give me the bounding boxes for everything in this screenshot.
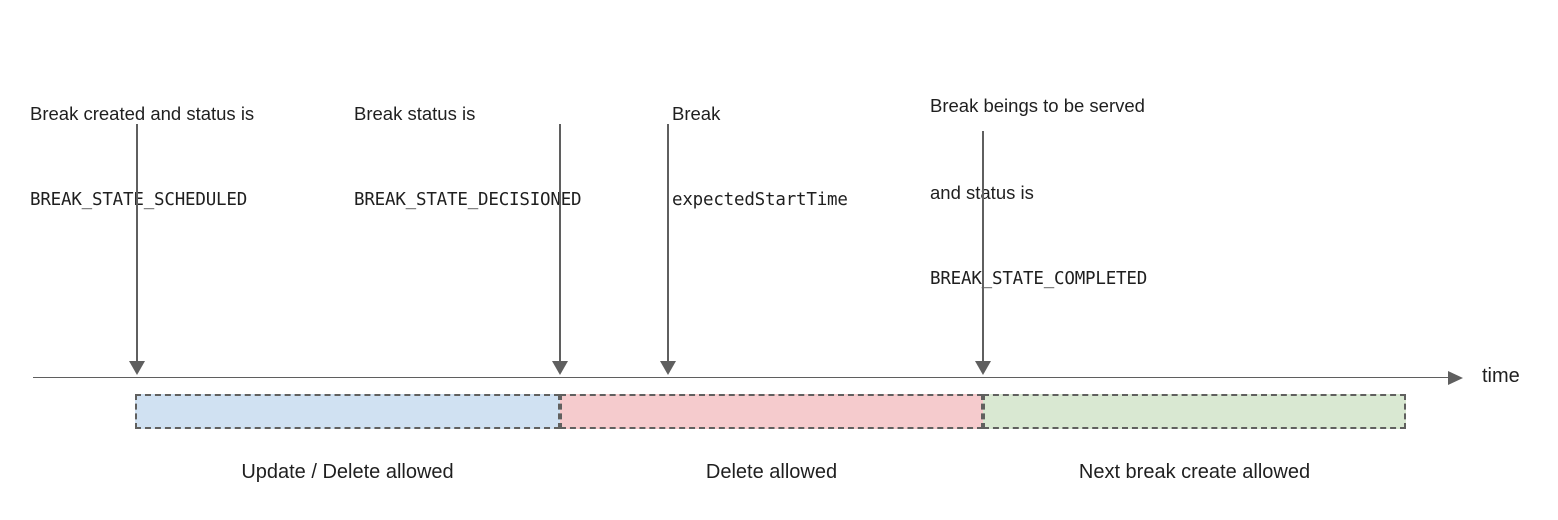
arrow-head-icon xyxy=(552,361,568,375)
time-axis xyxy=(33,371,1463,385)
event-label-field-name: expectedStartTime xyxy=(672,190,848,210)
phase-caption-scheduled: Update / Delete allowed xyxy=(241,461,454,483)
event-label-line-1: Break beings to be served xyxy=(930,95,1145,116)
event-marker-arrow-break-created xyxy=(128,124,146,375)
axis-line xyxy=(33,376,1449,379)
event-label-line-1: Break created and status is xyxy=(30,103,255,124)
event-label-line-1: Break status is xyxy=(354,103,476,124)
phase-bar-scheduled xyxy=(135,394,560,429)
event-marker-arrow-break-decisioned xyxy=(551,124,569,375)
event-marker-arrow-break-completed xyxy=(974,131,992,375)
arrow-shaft xyxy=(982,131,984,362)
arrow-shaft xyxy=(136,124,138,362)
arrow-shaft xyxy=(559,124,561,362)
event-label-break-completed: Break beings to be served and status is … xyxy=(930,33,1147,352)
phase-bar-decisioned xyxy=(560,394,983,429)
arrow-head-icon xyxy=(129,361,145,375)
time-axis-label: time xyxy=(1482,365,1520,387)
event-label-break-decisioned: Break status is BREAK_STATE_DECISIONED xyxy=(354,41,582,273)
event-marker-arrow-expected-start-time xyxy=(659,124,677,375)
phase-caption-completed: Next break create allowed xyxy=(1078,461,1311,483)
event-label-status-code: BREAK_STATE_COMPLETED xyxy=(930,269,1148,289)
arrow-shaft xyxy=(667,124,669,362)
phase-caption-decisioned: Delete allowed xyxy=(705,461,838,483)
arrow-head-icon xyxy=(660,361,676,375)
event-label-status-code: BREAK_STATE_DECISIONED xyxy=(354,190,582,210)
event-label-line-2: and status is xyxy=(930,182,1034,203)
event-label-break-expected-start-time: Break expectedStartTime xyxy=(672,41,848,273)
event-label-line-1: Break xyxy=(672,103,721,124)
phase-bar-completed xyxy=(983,394,1406,429)
axis-arrow-head-icon xyxy=(1448,371,1463,385)
event-label-status-code: BREAK_STATE_SCHEDULED xyxy=(30,190,248,210)
event-label-break-created: Break created and status is BREAK_STATE_… xyxy=(30,41,254,273)
arrow-head-icon xyxy=(975,361,991,375)
